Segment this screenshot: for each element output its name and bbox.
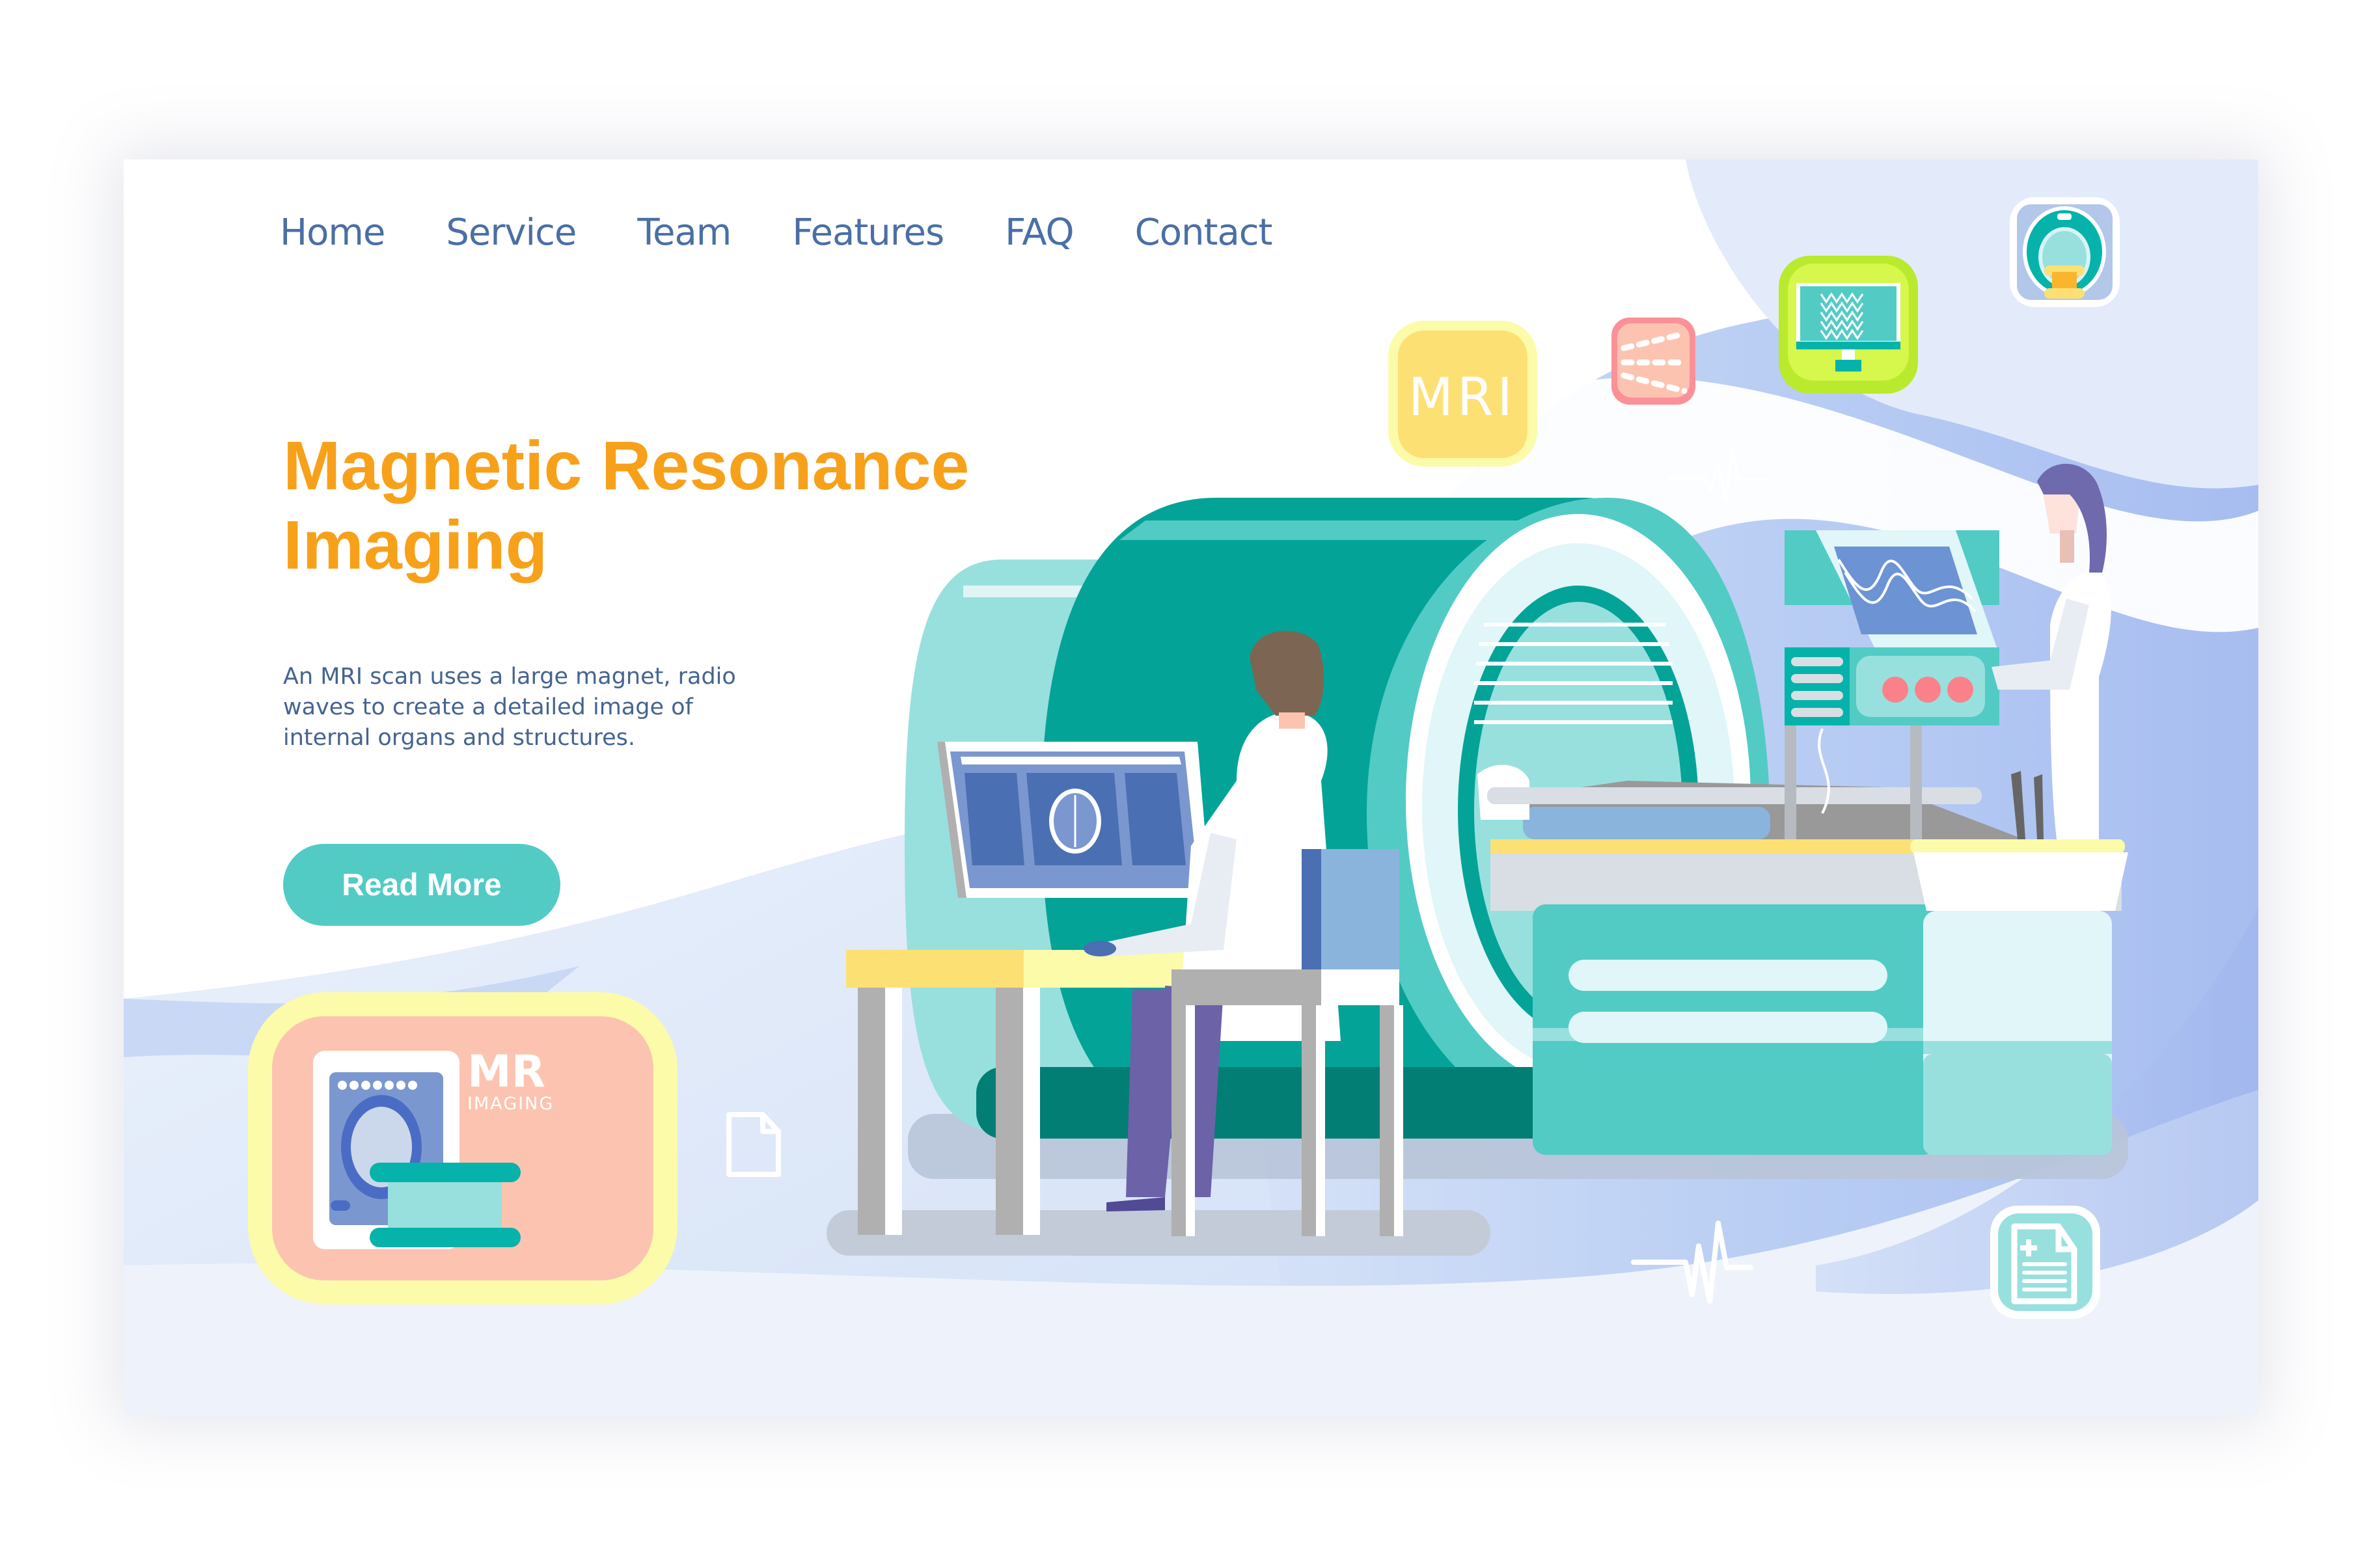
mr-title: MR xyxy=(467,1046,545,1098)
page-title: Magnetic Resonance Imaging xyxy=(283,426,1129,585)
mr-imaging-badge: MR IMAGING xyxy=(245,989,681,1308)
nav-team[interactable]: Team xyxy=(637,211,732,254)
monitor-waveform-icon xyxy=(1777,254,1920,396)
nav-service[interactable]: Service xyxy=(446,211,577,254)
xray-beam-icon xyxy=(1609,316,1697,407)
heartbeat-icon xyxy=(1666,446,1770,504)
mri-scanner-icon xyxy=(2008,195,2122,309)
top-navigation: Home Service Team Features FAQ Contact xyxy=(280,211,1334,254)
read-more-button[interactable]: Read More xyxy=(283,844,560,926)
nav-faq[interactable]: FAQ xyxy=(1005,211,1074,254)
mri-badge-icon: MRI xyxy=(1386,319,1539,468)
svg-text:MRI: MRI xyxy=(1408,367,1516,427)
heartbeat-icon-bottom xyxy=(1630,1210,1813,1308)
mr-subtitle: IMAGING xyxy=(467,1094,554,1114)
nav-home[interactable]: Home xyxy=(280,211,385,254)
mri-room-illustration xyxy=(827,463,2128,1256)
landing-page-card: Home Service Team Features FAQ Contact M… xyxy=(124,159,2258,1415)
medical-report-icon xyxy=(1988,1204,2102,1321)
hero-description: An MRI scan uses a large magnet, radio w… xyxy=(283,664,736,751)
title-line-1: Magnetic Resonance xyxy=(283,427,970,504)
nav-contact[interactable]: Contact xyxy=(1134,211,1273,254)
document-icon xyxy=(722,1109,784,1181)
nav-features[interactable]: Features xyxy=(792,211,944,254)
title-line-2: Imaging xyxy=(283,507,548,584)
